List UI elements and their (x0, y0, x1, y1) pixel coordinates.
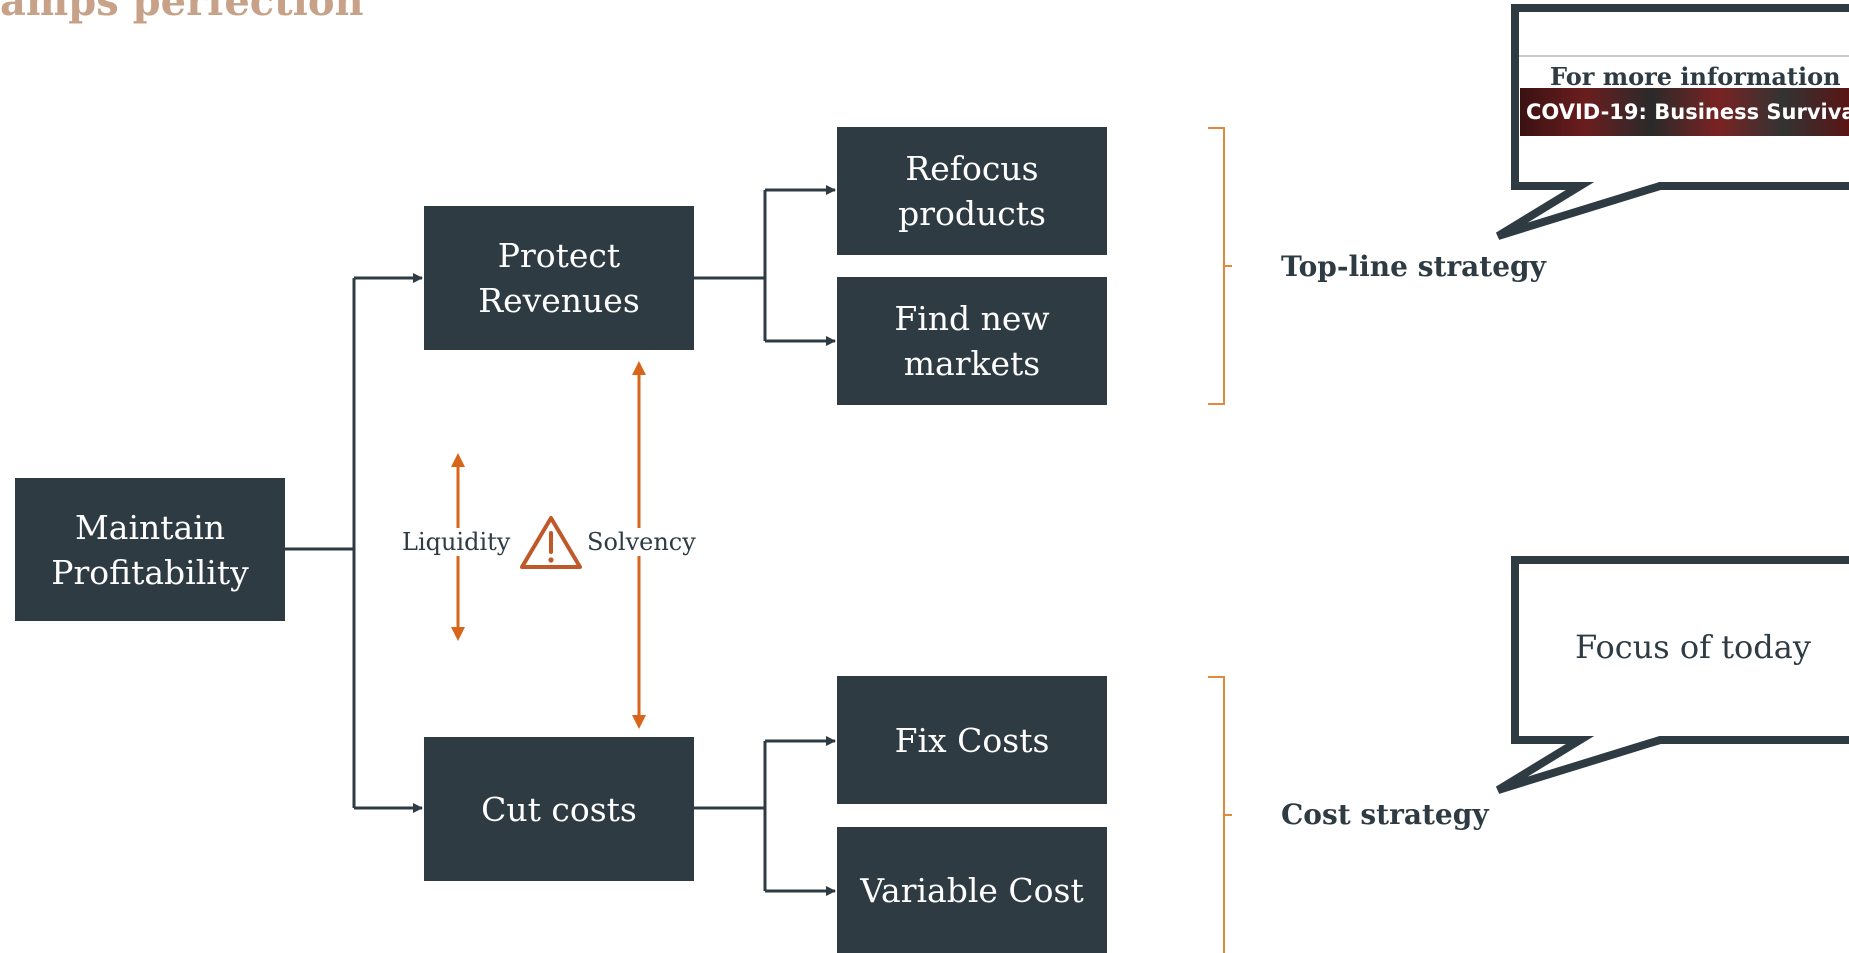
survival-kit-link[interactable]: COVID-19: Business Survival Kit (1520, 88, 1849, 136)
liquidity-label: Liquidity (400, 528, 513, 556)
focus-bubble-shape (1495, 556, 1849, 794)
cut-costs-box: Cut costs (424, 737, 694, 881)
variable-cost-box: Variable Cost (837, 827, 1107, 953)
fix-costs-box: Fix Costs (837, 676, 1107, 804)
page-title: amps perfection (0, 0, 364, 25)
top-line-bracket (1208, 127, 1232, 405)
connector-revenue-branches (694, 185, 836, 346)
info-bubble-heading: For more information (1550, 62, 1841, 91)
solvency-label: Solvency (585, 528, 698, 556)
connector-cost-branches (694, 736, 836, 896)
top-line-strategy-label: Top-line strategy (1281, 250, 1546, 283)
cost-bracket (1208, 676, 1232, 953)
cost-strategy-label: Cost strategy (1281, 798, 1489, 831)
warning-triangle-icon (520, 516, 582, 569)
focus-bubble-text: Focus of today (1575, 628, 1811, 666)
